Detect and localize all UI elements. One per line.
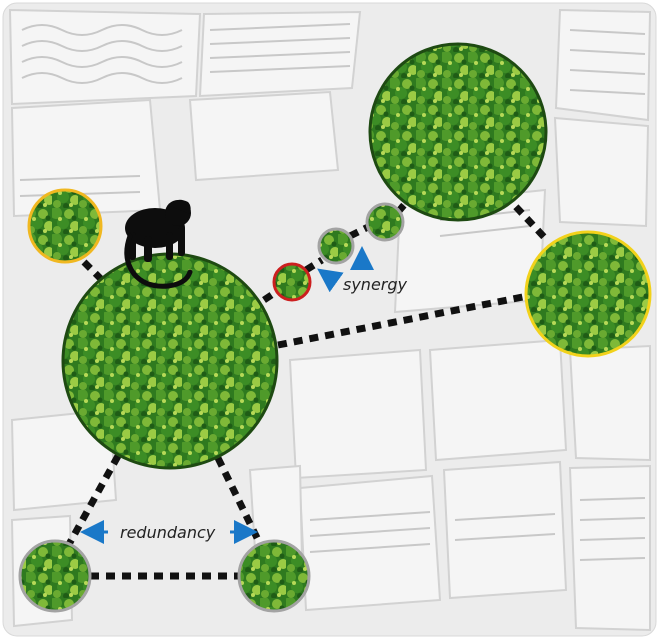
connector-center-yellow	[277, 292, 529, 349]
connector-topright-yellow	[502, 192, 548, 241]
connector-center-bottomleft	[64, 454, 122, 548]
forest-patch-right-yellow	[524, 230, 652, 358]
connector-red-gray	[304, 257, 324, 273]
forest-patch-stepping-red	[272, 262, 312, 302]
forest-patch-top-left-small	[27, 188, 103, 264]
redundancy-annotation: redundancy	[80, 520, 258, 544]
connectors	[64, 192, 548, 580]
arrow-icon	[317, 268, 344, 293]
redundancy-label: redundancy	[120, 523, 216, 542]
forest-patches	[18, 42, 652, 613]
synergy-annotation: synergy	[317, 246, 408, 294]
synergy-label: synergy	[343, 275, 408, 294]
forest-patch-bottom-right	[237, 539, 311, 613]
connector-center-red	[262, 289, 278, 303]
forest-patch-stepping-gray	[317, 227, 355, 265]
forest-patch-bottom-left	[18, 539, 92, 613]
monkey-silhouette-icon	[124, 199, 193, 289]
forest-patch-stepping-dark	[365, 202, 405, 242]
forest-patch-top-right-large	[368, 42, 548, 222]
